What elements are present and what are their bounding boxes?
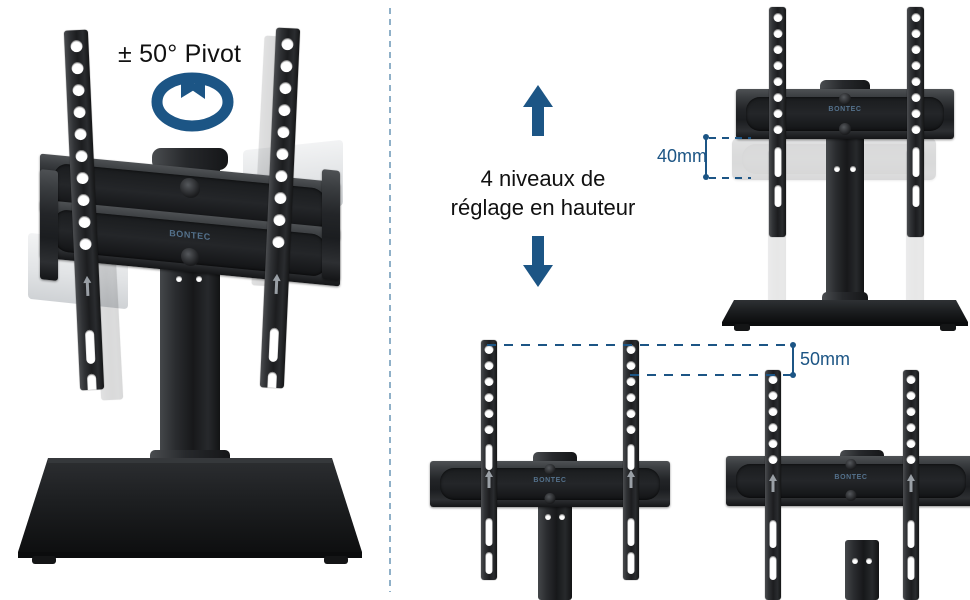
- left-mount-rail-right: [623, 340, 639, 580]
- left-mount-rail-left: [481, 340, 497, 580]
- dimension-50mm-leader-bottom: [630, 374, 793, 376]
- right-mount-rail-left: [765, 370, 781, 600]
- brand-logo-left-mount: BONTEC: [533, 477, 567, 484]
- pivot-crossbar-end-left: [40, 169, 58, 281]
- arrow-down-icon: [523, 236, 553, 287]
- rotation-arrow-icon: [145, 72, 240, 134]
- pivot-stand-column-cap: [152, 148, 228, 170]
- brand-logo-top: BONTEC: [828, 106, 862, 113]
- height-adjust-title-line1: 4 niveaux de: [480, 166, 606, 192]
- right-mount-crossbar: BONTEC: [726, 456, 970, 506]
- top-stand-column: [826, 120, 864, 310]
- height-adjust-title: 4 niveaux de réglage en hauteur: [448, 164, 638, 222]
- top-stand-rail-right: [907, 7, 924, 237]
- brand-logo-right-mount: BONTEC: [834, 474, 868, 481]
- pivot-stand-glass-base: [10, 440, 370, 580]
- right-mount-rail-right: [903, 370, 919, 600]
- arrow-up-icon: [523, 85, 553, 136]
- height-adjust-title-line2: réglage en hauteur: [450, 195, 636, 221]
- panel-divider: [389, 8, 391, 592]
- dimension-50mm-leader-top: [487, 344, 793, 346]
- pivot-title: ± 50° Pivot: [118, 39, 242, 68]
- top-stand-rail-left: [769, 7, 786, 237]
- top-stand-glass-base: [718, 296, 970, 336]
- dimension-50mm-label: 50mm: [800, 349, 851, 369]
- dimension-40mm-label: 40mm: [657, 146, 708, 166]
- right-mount-column: [845, 540, 879, 600]
- pivot-crossbar-end-right: [322, 169, 340, 281]
- left-mount-column: [538, 490, 572, 600]
